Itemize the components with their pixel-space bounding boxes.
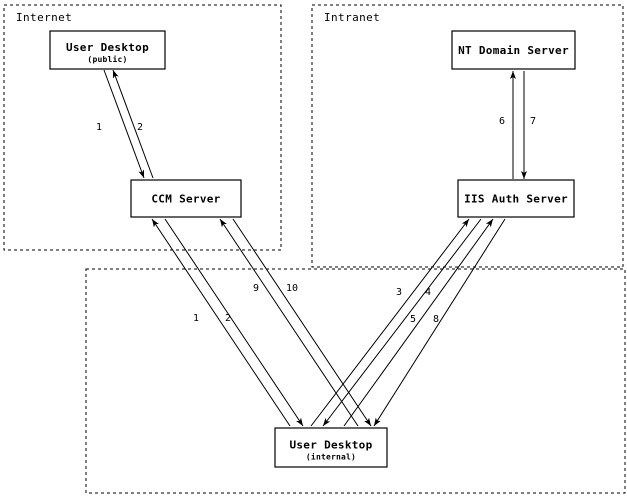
zone-boundary-intranet: [311, 4, 624, 268]
flow-label-flow-1-public: 1: [96, 122, 102, 133]
node-user-desktop-public[interactable]: User Desktop(public): [49, 30, 166, 70]
zone-label-intranet: Intranet: [324, 11, 380, 24]
node-box-user-desktop-public[interactable]: [49, 30, 166, 70]
flows-layer: [103, 69, 527, 427]
flow-label-flow-5: 5: [410, 314, 416, 325]
flow-arrow-flow-4: [322, 218, 482, 427]
zone-boundary-internal: [85, 268, 626, 494]
node-title-iis-auth-server: IIS Auth Server: [464, 193, 568, 206]
node-box-ccm-server[interactable]: [130, 179, 242, 218]
flow-label-flow-9: 9: [253, 283, 259, 294]
flow-label-flow-2-internal: 2: [225, 313, 231, 324]
flow-arrow-flow-8: [373, 218, 506, 427]
node-title-user-desktop-public: User Desktop: [66, 41, 149, 54]
flow-label-flow-2-public: 2: [137, 122, 143, 133]
node-title-nt-domain-server: NT Domain Server: [458, 44, 569, 57]
flow-label-flow-8: 8: [433, 314, 439, 325]
zone-boundary-internet: [3, 4, 282, 251]
flow-arrow-flow-5: [343, 218, 494, 427]
node-subtitle-user-desktop-internal: (internal): [306, 452, 356, 462]
flow-arrow-flow-2-internal: [164, 218, 304, 427]
node-iis-auth-server[interactable]: IIS Auth Server: [457, 179, 575, 218]
flow-labels-layer: 1 2 6 7 1 2 9 10 3 4 5 8: [96, 116, 536, 325]
node-nt-domain-server[interactable]: NT Domain Server: [451, 30, 576, 70]
node-box-nt-domain-server[interactable]: [451, 30, 576, 70]
node-title-user-desktop-internal: User Desktop: [289, 439, 372, 452]
flow-label-flow-7: 7: [530, 116, 536, 127]
flow-label-flow-1-internal: 1: [193, 313, 199, 324]
zones-layer: Internet Intranet: [3, 4, 626, 494]
flow-arrow-flow-9: [219, 218, 359, 427]
zone-intranet: Intranet: [311, 4, 624, 268]
flow-arrow-flow-1-internal: [151, 218, 291, 427]
flow-arrow-flow-1-public: [103, 69, 145, 179]
flow-label-flow-10: 10: [286, 283, 298, 294]
flow-label-flow-6: 6: [499, 116, 505, 127]
node-ccm-server[interactable]: CCM Server: [130, 179, 242, 218]
node-box-iis-auth-server[interactable]: [457, 179, 575, 218]
flow-arrow-flow-2-public: [112, 69, 154, 179]
flow-arrow-flow-10: [232, 218, 372, 427]
zone-label-internet: Internet: [16, 11, 72, 24]
flow-arrow-flow-3: [310, 218, 470, 427]
flow-label-flow-3: 3: [396, 287, 402, 298]
node-subtitle-user-desktop-public: (public): [87, 54, 127, 64]
node-title-ccm-server: CCM Server: [151, 193, 220, 206]
node-user-desktop-internal[interactable]: User Desktop(internal): [274, 427, 388, 468]
flow-label-flow-4: 4: [425, 287, 431, 298]
node-box-user-desktop-internal[interactable]: [274, 427, 388, 468]
zone-internet: Internet: [3, 4, 282, 251]
zone-internal: [85, 268, 626, 494]
